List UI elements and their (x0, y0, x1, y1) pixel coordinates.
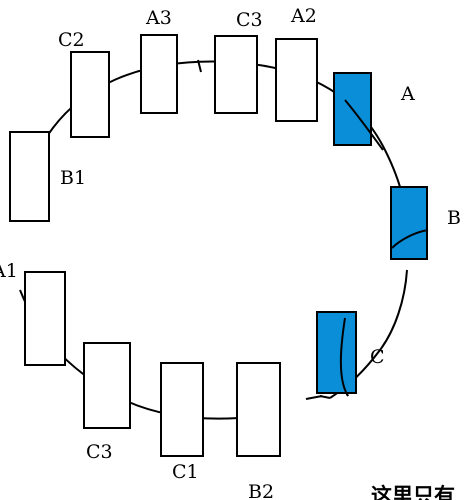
label-A2: A2 (290, 5, 317, 27)
label-C2: C2 (58, 29, 85, 51)
label-B1: B1 (60, 167, 86, 189)
label-A3: A3 (145, 7, 172, 29)
caption-text: 这里只有 (371, 483, 455, 500)
label-A: A (400, 83, 415, 105)
overlay-arc-c (339, 317, 349, 397)
label-A1: A1 (0, 260, 18, 282)
label-C1: C1 (172, 461, 199, 483)
label-C: C (370, 346, 385, 368)
coil-C3-top (214, 35, 258, 114)
blue-coils (316, 72, 428, 394)
coil-C1 (160, 362, 204, 457)
coil-A2 (275, 38, 318, 122)
coil-C3-bottom (83, 342, 131, 429)
track-overlay (319, 99, 429, 399)
white-coils (9, 34, 318, 457)
label-B2: B2 (248, 481, 274, 500)
coil-A3 (140, 34, 178, 114)
overlay-arc-b (391, 229, 429, 249)
overlay-arc-a (344, 99, 384, 151)
label-C3-bottom: C3 (86, 441, 113, 463)
coil-B1 (9, 131, 50, 222)
coil-A1 (24, 271, 66, 366)
track-tail (305, 395, 323, 400)
label-C3-top: C3 (236, 9, 263, 31)
track-tick (197, 59, 202, 73)
coil-B2 (236, 362, 281, 457)
label-B: B (447, 207, 461, 229)
coil-C2 (70, 51, 110, 138)
overlay-arc-c2 (319, 395, 331, 399)
coil-B (390, 186, 428, 260)
coil-C (316, 311, 357, 394)
